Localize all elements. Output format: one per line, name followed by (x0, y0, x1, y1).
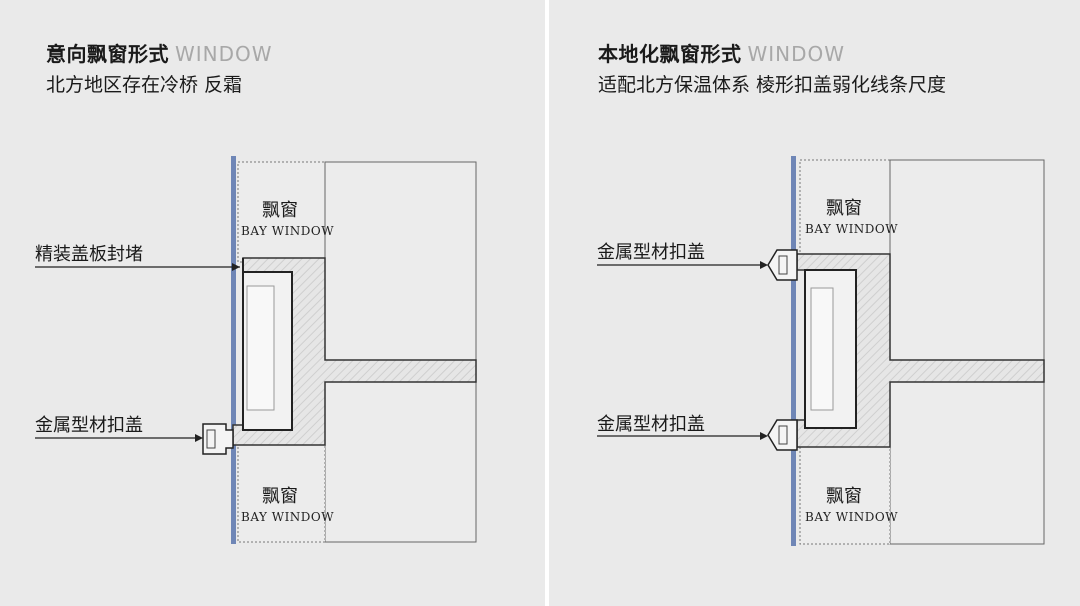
left-glass-strip (231, 156, 236, 544)
right-bay-top-cn: 飘窗 (826, 198, 862, 219)
right-bay-top-en: BAY WINDOW (805, 222, 899, 236)
right-bay-bottom-cn: 飘窗 (826, 486, 862, 507)
left-callout-bottom: 金属型材扣盖 (35, 415, 143, 436)
right-section-diagram (597, 156, 1045, 546)
left-bay-top-cn: 飘窗 (262, 200, 298, 221)
right-title-en: WINDOW (747, 42, 846, 66)
left-section-diagram (35, 156, 477, 544)
right-metal-cap-top (767, 249, 798, 281)
right-callout-top: 金属型材扣盖 (597, 242, 705, 263)
panel-divider (545, 0, 549, 606)
left-subtitle: 北方地区存在冷桥 反霜 (46, 74, 243, 96)
left-metal-cap (202, 423, 234, 455)
left-callout-top: 精装盖板封堵 (35, 244, 143, 265)
left-title-en: WINDOW (175, 42, 273, 66)
left-title-cn: 意向飘窗形式 (46, 42, 169, 66)
right-bay-bottom-en: BAY WINDOW (805, 510, 899, 524)
right-subtitle: 适配北方保温体系 棱形扣盖弱化线条尺度 (598, 74, 947, 96)
right-glass-strip (791, 156, 796, 546)
left-slab-section (232, 257, 477, 446)
right-callout-bottom: 金属型材扣盖 (597, 414, 705, 435)
left-bay-top-en: BAY WINDOW (241, 224, 335, 238)
right-title-cn: 本地化飘窗形式 (598, 42, 742, 66)
left-bay-bottom-en: BAY WINDOW (241, 510, 335, 524)
left-bay-bottom-cn: 飘窗 (262, 486, 298, 507)
right-metal-cap-bottom (767, 419, 798, 451)
